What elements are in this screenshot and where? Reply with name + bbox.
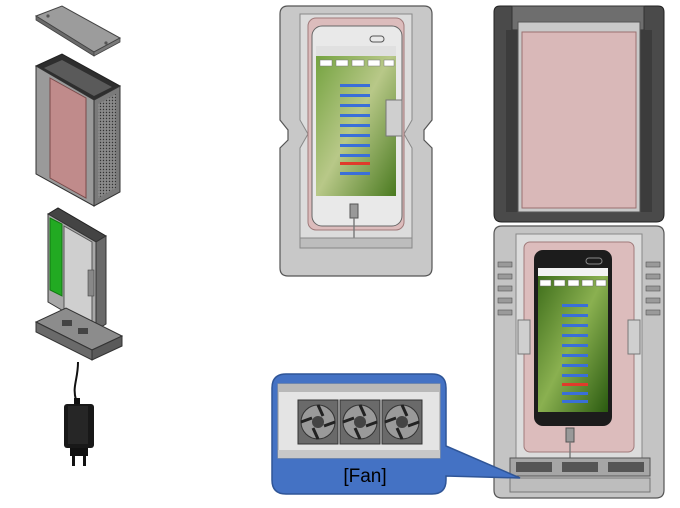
- fan-icon: [381, 399, 423, 445]
- fan-icon: [339, 399, 381, 445]
- phone-case-open-icon: [493, 5, 665, 499]
- phone-case-icon: [279, 5, 433, 277]
- tray-icon: [34, 207, 124, 361]
- fan-icon: [297, 399, 339, 445]
- enclosure-icon: [34, 53, 122, 207]
- power-plug-icon: [64, 361, 94, 466]
- fan-callout: [271, 373, 521, 495]
- lid-plate-icon: [34, 5, 122, 57]
- fan-callout-label: [Fan]: [343, 466, 387, 487]
